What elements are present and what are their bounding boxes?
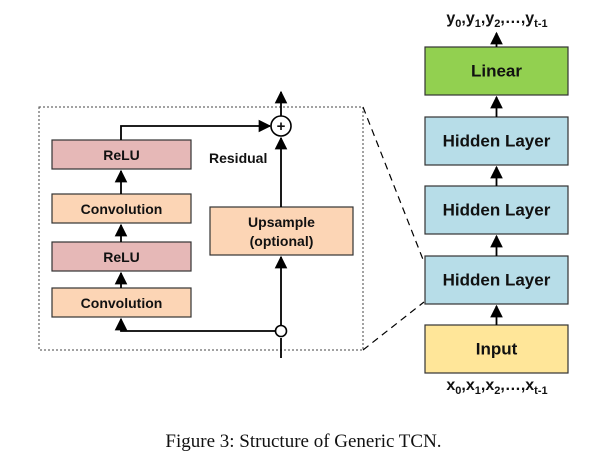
- input-x1: x1: [466, 377, 481, 397]
- hidden-layer-top-label: Hidden Layer: [443, 132, 551, 151]
- output-y2: y2: [485, 10, 500, 30]
- input-label: Input: [476, 340, 518, 359]
- input-x0: x0: [446, 377, 461, 397]
- zoom-connector-top: [362, 106, 425, 263]
- conv-bottom-label: Convolution: [81, 295, 163, 311]
- linear-label: Linear: [471, 62, 522, 81]
- conv-top-box: [51, 193, 192, 224]
- input-x2: x2: [485, 377, 500, 397]
- figure-caption: Figure 3: Structure of Generic TCN.: [165, 431, 441, 452]
- hidden-layer-mid-box: [424, 185, 569, 235]
- sum-symbol: +: [277, 118, 286, 135]
- linear-box: [424, 46, 569, 96]
- relu-top-label: ReLU: [103, 147, 140, 163]
- output-y1: y1: [466, 10, 481, 30]
- output-y0: y0: [446, 10, 461, 30]
- upsample-box: [209, 206, 354, 256]
- output-ylast: yt-1: [525, 10, 547, 30]
- conv-top-label: Convolution: [81, 201, 163, 217]
- detail-panel-frame: [38, 106, 364, 351]
- arrow-relu-to-sum: [120, 119, 272, 140]
- branch-node: [274, 324, 288, 338]
- hidden-layer-top-box: [424, 116, 569, 166]
- hidden-layer-bottom-label: Hidden Layer: [443, 271, 551, 290]
- hidden-layer-bottom-box: [424, 255, 569, 305]
- relu-bottom-label: ReLU: [103, 249, 140, 265]
- arrow-branch-to-conv: [114, 317, 275, 332]
- upsample-label-line2: (optional): [250, 233, 314, 249]
- output-sequence: y0,y1,y2,…,yt-1: [446, 10, 547, 30]
- hidden-layer-mid-label: Hidden Layer: [443, 201, 551, 220]
- input-xlast: xt-1: [525, 377, 547, 397]
- upsample-label-line1: Upsample: [248, 214, 315, 230]
- input-sequence: x0,x1,x2,…,xt-1: [446, 377, 547, 397]
- input-box: [424, 324, 569, 374]
- residual-label: Residual: [209, 150, 267, 166]
- zoom-connector-bottom: [362, 301, 425, 351]
